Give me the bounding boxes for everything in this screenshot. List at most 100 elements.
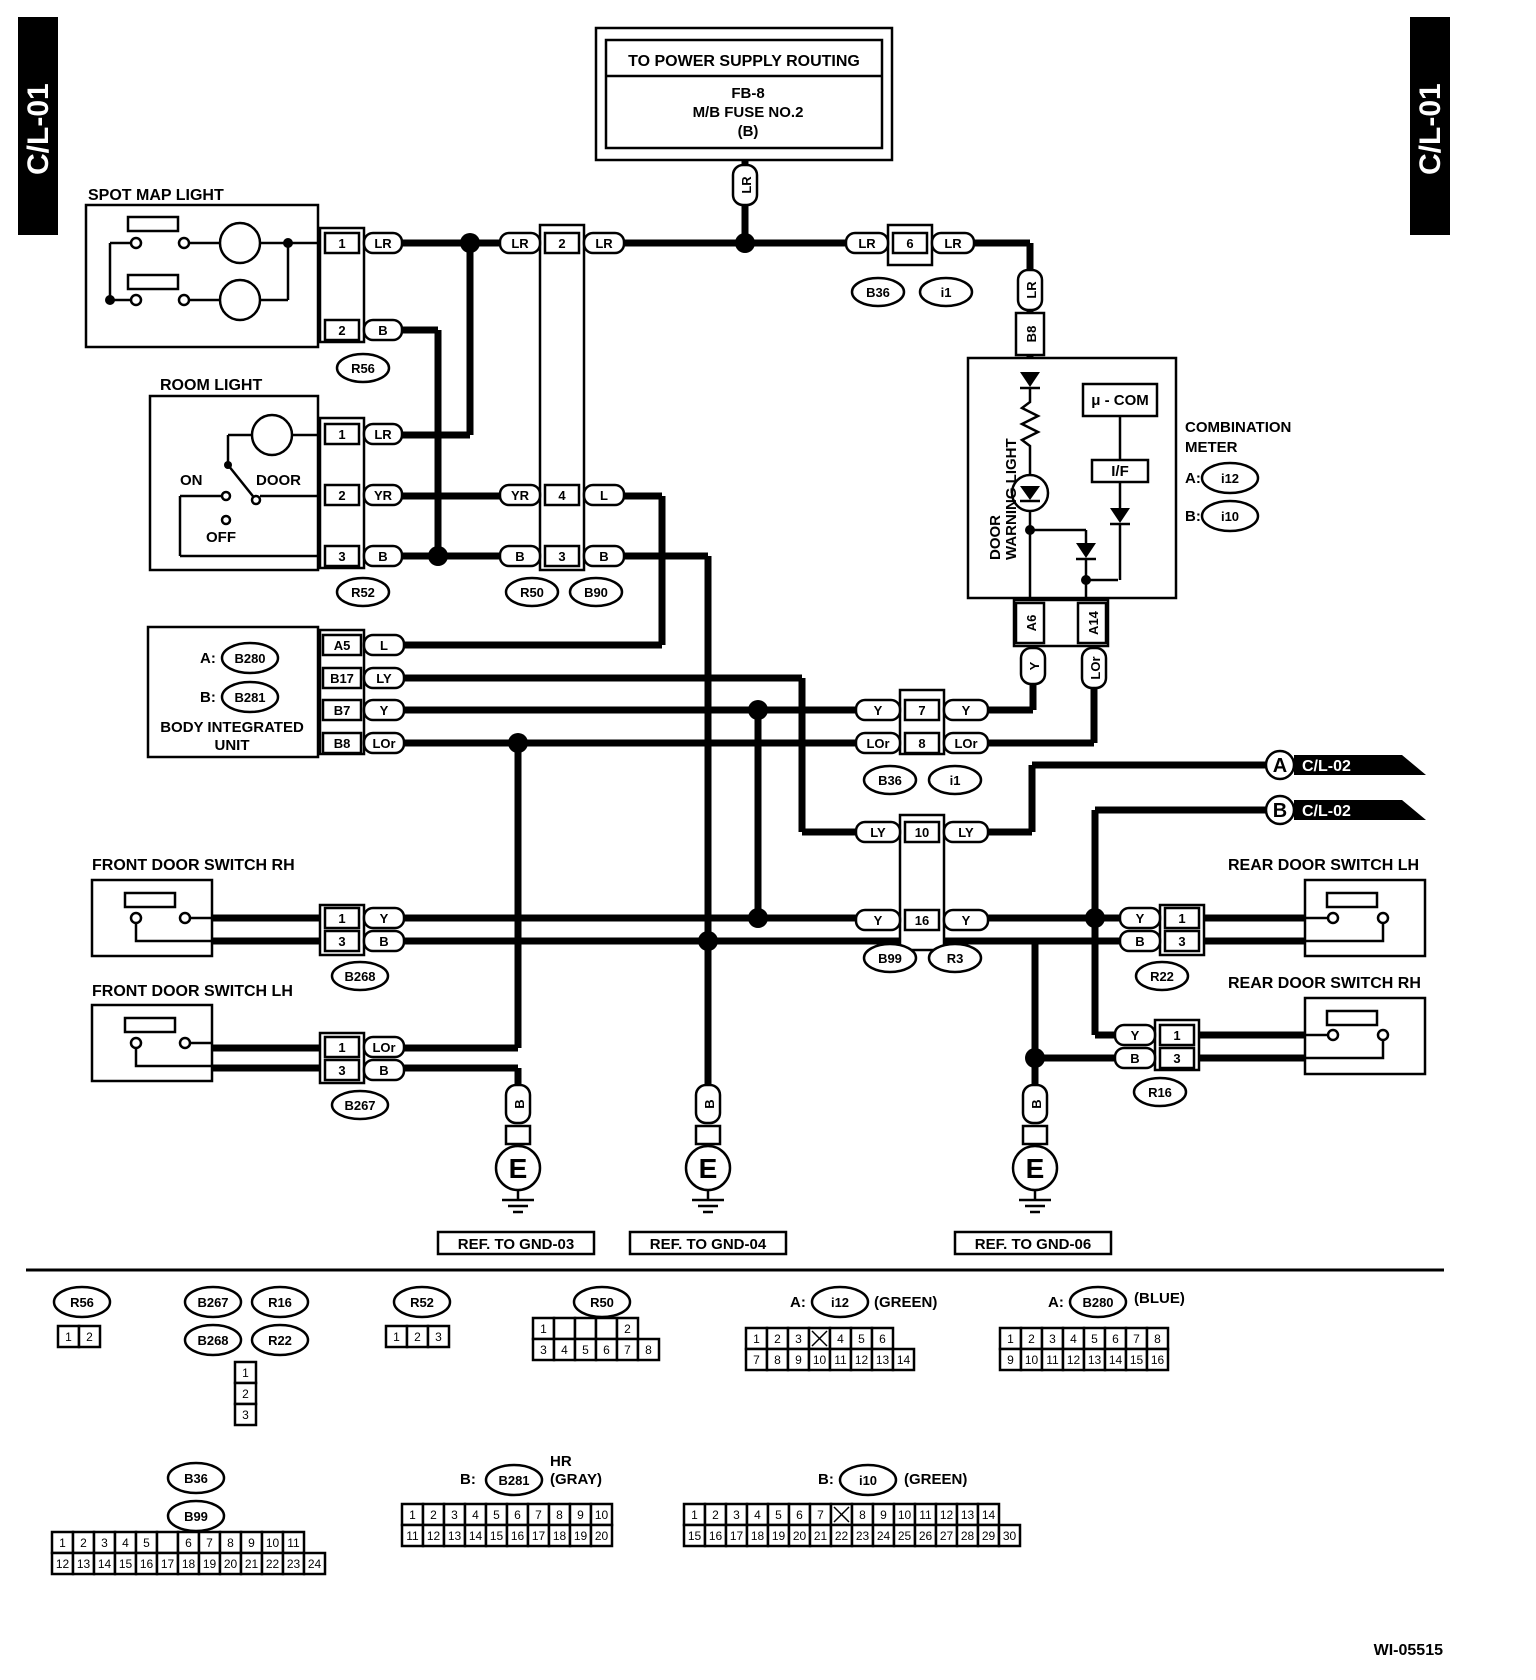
svg-text:2: 2 (338, 488, 345, 503)
svg-text:ON: ON (180, 472, 203, 489)
svg-text:C/L-02: C/L-02 (1302, 758, 1351, 775)
svg-text:ROOM LIGHT: ROOM LIGHT (160, 377, 262, 394)
svg-text:2: 2 (338, 323, 345, 338)
pin-number: 4 (754, 1508, 761, 1522)
svg-text:B: B (1130, 1051, 1139, 1066)
pin-number: 24 (308, 1557, 322, 1571)
connector-r52: 1 2 3 LR YR B R52 (318, 416, 404, 608)
rear-door-switch-rh: REAR DOOR SWITCH RH 1 3 Y B R16 (1113, 975, 1427, 1108)
pin-number: 13 (961, 1508, 975, 1522)
pin-number: 7 (753, 1353, 760, 1367)
pin-number: 26 (919, 1529, 933, 1543)
pin-number: 14 (1109, 1353, 1123, 1367)
svg-text:B36: B36 (866, 285, 890, 300)
svg-text:2: 2 (558, 236, 565, 251)
svg-text:B:: B: (200, 689, 216, 706)
svg-text:BODY INTEGRATED: BODY INTEGRATED (160, 719, 304, 736)
svg-text:i12: i12 (831, 1295, 849, 1310)
room-light: ROOM LIGHT ON DOOR OFF (148, 377, 320, 572)
pin-number: 16 (1151, 1353, 1165, 1367)
pin-number: 1 (540, 1322, 547, 1336)
svg-text:3: 3 (558, 549, 565, 564)
svg-text:C/L-02: C/L-02 (1302, 803, 1351, 820)
svg-text:B8: B8 (1024, 326, 1039, 343)
pin-number: 3 (451, 1508, 458, 1522)
pin-number: 22 (835, 1529, 849, 1543)
svg-text:E: E (509, 1153, 528, 1184)
svg-text:B36: B36 (184, 1471, 208, 1486)
svg-text:LR: LR (374, 427, 392, 442)
svg-text:(GRAY): (GRAY) (550, 1471, 602, 1488)
svg-text:3: 3 (1178, 934, 1185, 949)
pin-number: 8 (556, 1508, 563, 1522)
svg-text:3: 3 (338, 1063, 345, 1078)
figure-id: WI-05515 (1374, 1642, 1443, 1659)
svg-text:Y: Y (380, 703, 389, 718)
pin-number: 6 (185, 1536, 192, 1550)
svg-text:REF. TO GND-06: REF. TO GND-06 (975, 1236, 1091, 1253)
pin-number: 8 (1154, 1332, 1161, 1346)
pin-number: 17 (730, 1529, 744, 1543)
pin-number: 13 (77, 1557, 91, 1571)
svg-text:FRONT DOOR SWITCH LH: FRONT DOOR SWITCH LH (92, 983, 293, 1000)
svg-text:R56: R56 (351, 361, 375, 376)
connector-b36-i1-lower: 7 8 Y Y LOr LOr B36 i1 (854, 688, 990, 796)
pin-number: 19 (772, 1529, 786, 1543)
pin-number: 9 (795, 1353, 802, 1367)
bulb-icon (218, 221, 262, 265)
svg-text:B: B (1029, 1099, 1044, 1108)
svg-text:YR: YR (511, 488, 530, 503)
pin-number: 13 (1088, 1353, 1102, 1367)
svg-text:E: E (1026, 1153, 1045, 1184)
pin-number: 18 (751, 1529, 765, 1543)
svg-text:A:: A: (1048, 1294, 1064, 1311)
svg-text:(GREEN): (GREEN) (874, 1294, 937, 1311)
svg-text:R56: R56 (70, 1295, 94, 1310)
pin-number: 23 (856, 1529, 870, 1543)
svg-text:R52: R52 (410, 1295, 434, 1310)
pin-number: 3 (242, 1408, 249, 1422)
svg-text:A5: A5 (334, 638, 351, 653)
pin-number: 11 (287, 1536, 300, 1550)
svg-text:Y: Y (962, 703, 971, 718)
pin-number: 8 (859, 1508, 866, 1522)
pin-number: 17 (532, 1529, 546, 1543)
connector-b99-r3: 10 16 LY LY Y Y B99 R3 (854, 813, 990, 974)
pin-number: 14 (897, 1353, 911, 1367)
pin-number: 7 (206, 1536, 213, 1550)
svg-text:Y: Y (874, 913, 883, 928)
pin-number: 12 (940, 1508, 954, 1522)
svg-text:R22: R22 (1150, 969, 1174, 984)
pin-number: 6 (1112, 1332, 1119, 1346)
pin-number: 15 (119, 1557, 133, 1571)
pin-number: 9 (880, 1508, 887, 1522)
ground-gnd-03: B E REF. TO GND-03 (436, 1083, 596, 1256)
svg-text:UNIT: UNIT (215, 737, 250, 754)
svg-text:R22: R22 (268, 1333, 292, 1348)
pin-number: 10 (898, 1508, 912, 1522)
pin-number: 18 (553, 1529, 567, 1543)
svg-text:1: 1 (338, 427, 345, 442)
pin-number: 14 (469, 1529, 483, 1543)
pin-number: 3 (795, 1332, 802, 1346)
svg-text:COMBINATION: COMBINATION (1185, 419, 1291, 436)
svg-text:B: B (378, 549, 387, 564)
svg-text:LR: LR (739, 176, 754, 194)
pin-number: 2 (80, 1536, 87, 1550)
pin-number: 8 (645, 1343, 652, 1357)
pin-number: 4 (1070, 1332, 1077, 1346)
svg-text:B:: B: (818, 1471, 834, 1488)
pin-number: 7 (817, 1508, 824, 1522)
svg-text:I/F: I/F (1111, 463, 1129, 480)
grid-3v: 123 (233, 1360, 258, 1427)
svg-text:DOOR: DOOR (256, 472, 301, 489)
svg-text:R16: R16 (1148, 1085, 1172, 1100)
svg-text:LR: LR (595, 236, 613, 251)
svg-text:LY: LY (870, 825, 886, 840)
body-integrated-unit: A: B280 B: B281 BODY INTEGRATED UNIT A5 … (146, 625, 406, 759)
pin-number: 10 (1025, 1353, 1039, 1367)
svg-text:L: L (380, 638, 388, 653)
